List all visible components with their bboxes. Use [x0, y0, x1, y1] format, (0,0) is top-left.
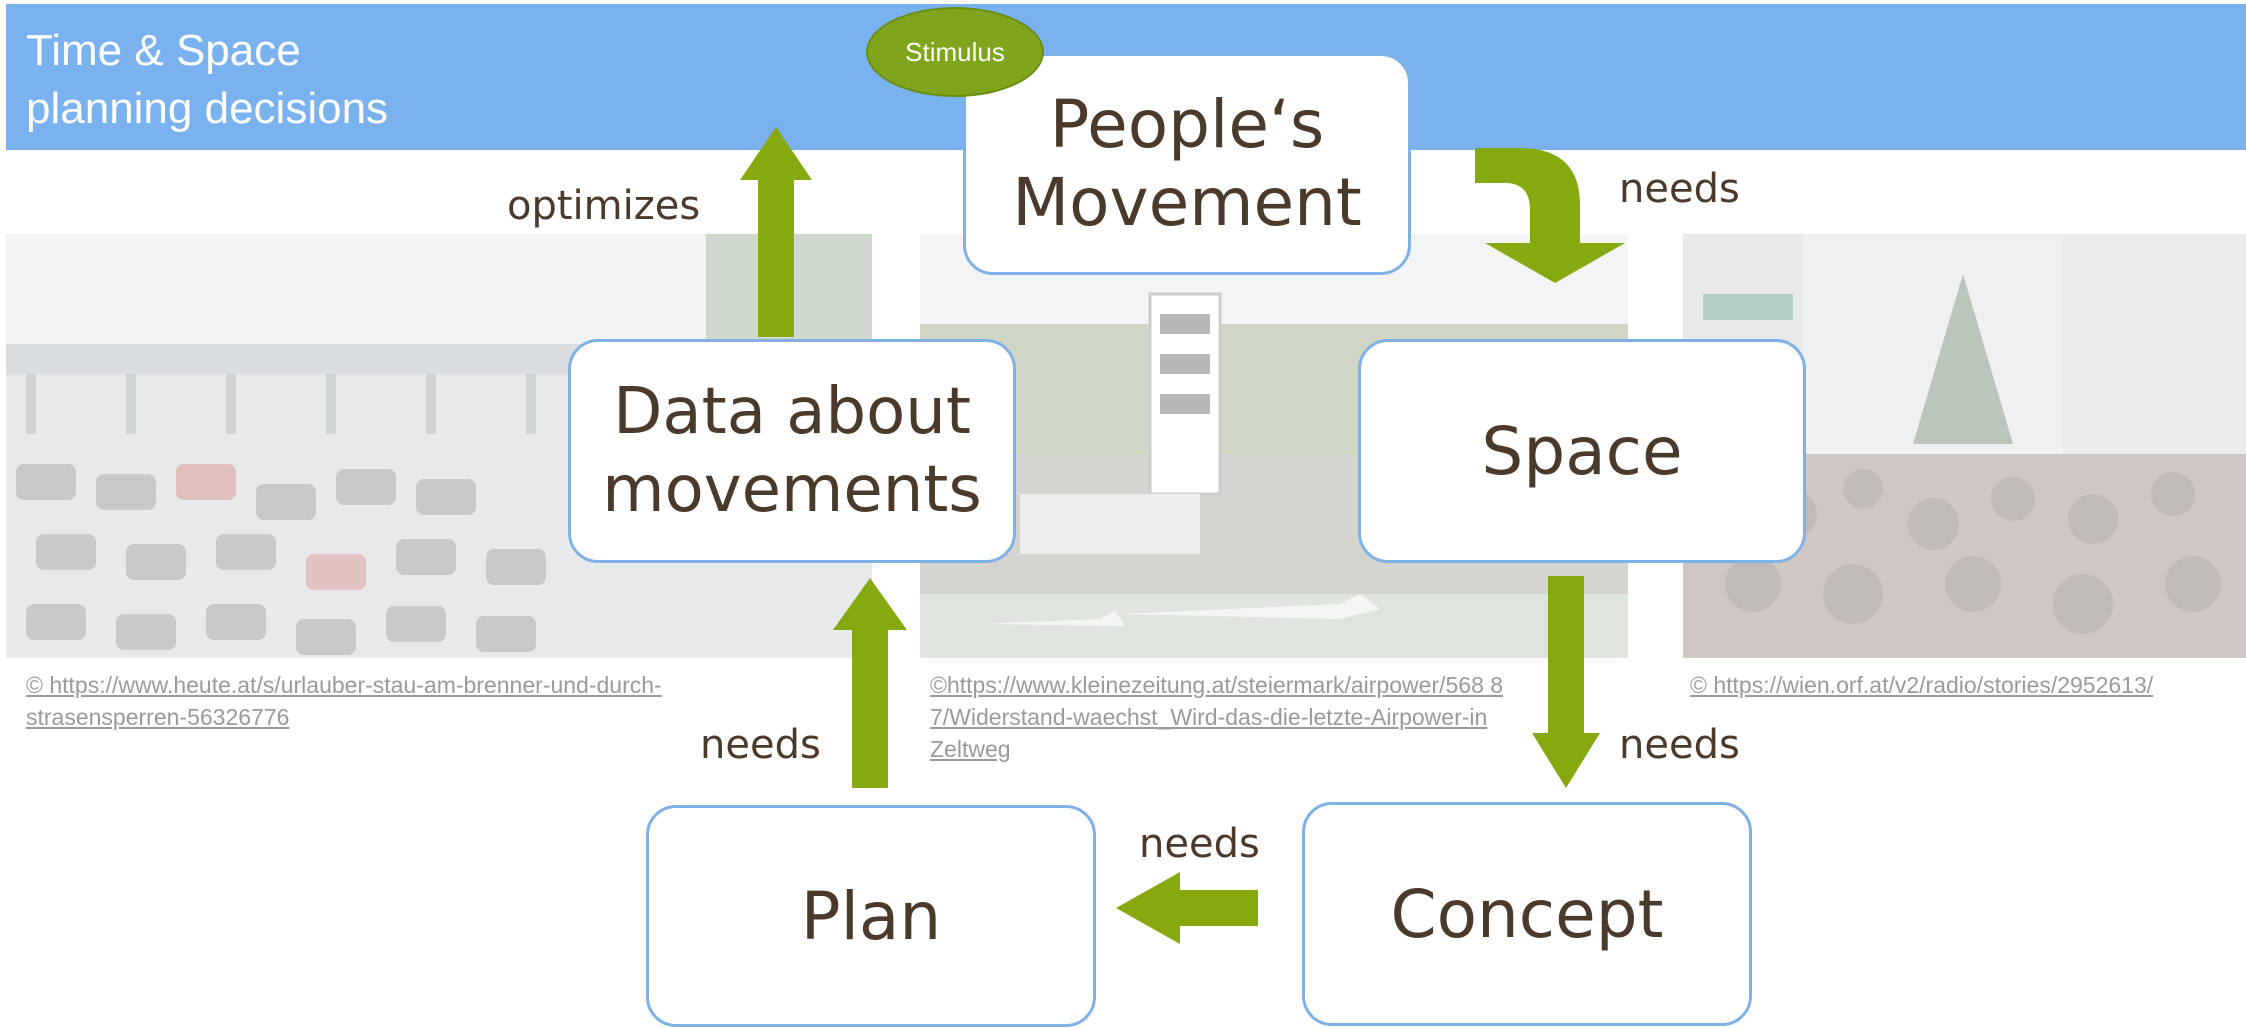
- label-concept-needs-plan: needs: [1139, 821, 1260, 867]
- label-plan-needs-data: needs: [700, 722, 821, 768]
- node-plan: Plan: [646, 805, 1096, 1027]
- node-concept: Concept: [1302, 802, 1752, 1026]
- city-crowd-photo: [1683, 234, 2246, 658]
- traffic-photo-credit-link[interactable]: © https://www.heute.at/s/urlauber-stau-a…: [26, 672, 662, 730]
- arrow-concept-to-plan: [1116, 872, 1258, 944]
- node-peoples-movement: People‘s Movement: [963, 53, 1411, 275]
- crowd-illustration: [1683, 234, 2246, 658]
- label-space-needs-concept: needs: [1619, 722, 1740, 768]
- label-data-optimizes: optimizes: [507, 183, 701, 229]
- arrow-movement-to-space: [1475, 148, 1625, 283]
- node-data-about-movements: Data about movements: [568, 339, 1016, 563]
- label-movement-needs-space: needs: [1619, 166, 1740, 212]
- arrow-space-to-concept: [1532, 576, 1600, 788]
- crowd-photo-credit-link[interactable]: © https://wien.orf.at/v2/radio/stories/2…: [1690, 672, 2154, 698]
- stimulus-badge: Stimulus: [866, 7, 1044, 97]
- node-space: Space: [1358, 339, 1806, 563]
- arrow-plan-to-data: [833, 578, 907, 788]
- arrow-data-optimizes: [740, 127, 812, 337]
- airfield-photo-credit-link[interactable]: ©https://www.kleinezeitung.at/steiermark…: [930, 672, 1504, 762]
- slide-title: Time & Space planning decisions: [26, 26, 389, 133]
